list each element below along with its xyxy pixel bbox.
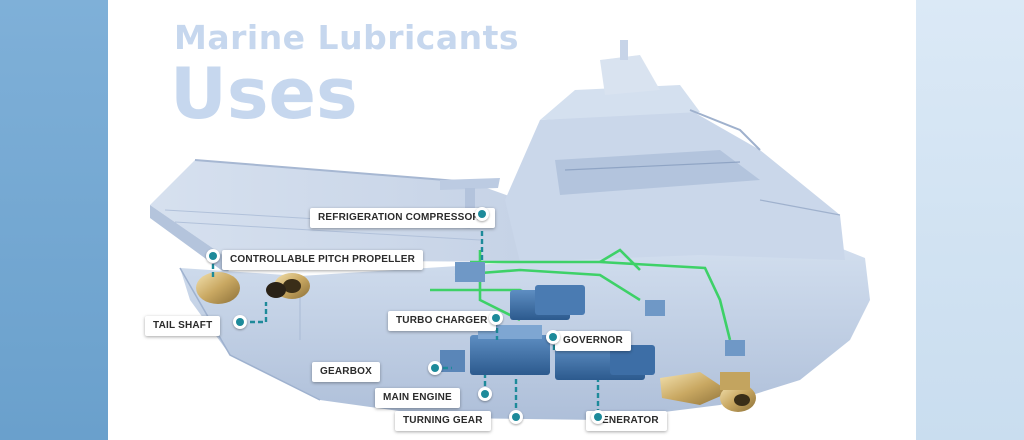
label-turbo-charger: TURBO CHARGER: [388, 311, 496, 331]
pin-turning-gear[interactable]: [509, 410, 523, 424]
label-gearbox: GEARBOX: [312, 362, 380, 382]
label-refrigeration-compressors: REFRIGERATION COMPRESSORS: [310, 208, 495, 228]
label-tail-shaft: TAIL SHAFT: [145, 316, 221, 336]
engine-room-machinery: [440, 262, 745, 380]
label-governor: GOVERNOR: [555, 331, 631, 351]
pin-turbo-charger[interactable]: [489, 311, 503, 325]
pin-controllable-pitch-propeller[interactable]: [206, 249, 220, 263]
bow-thruster-assembly: [660, 372, 756, 412]
right-side-panel: [916, 0, 1024, 440]
superstructure: [505, 40, 845, 262]
pin-generator[interactable]: [591, 410, 605, 424]
label-generator: GENERATOR: [586, 411, 667, 431]
title-line-2: Uses: [170, 53, 358, 135]
pin-governor[interactable]: [546, 330, 560, 344]
pin-gearbox[interactable]: [428, 361, 442, 375]
pin-refrigeration-compressors[interactable]: [475, 207, 489, 221]
label-main-engine: MAIN ENGINE: [375, 388, 460, 408]
left-side-panel: [0, 0, 108, 440]
label-controllable-pitch-propeller: CONTROLLABLE PITCH PROPELLER: [222, 250, 424, 270]
label-turning-gear: TURNING GEAR: [395, 411, 491, 431]
propeller-assembly: [196, 272, 310, 304]
title-line-1: Marine Lubricants: [174, 18, 520, 57]
pin-main-engine[interactable]: [478, 387, 492, 401]
pin-tail-shaft[interactable]: [233, 315, 247, 329]
